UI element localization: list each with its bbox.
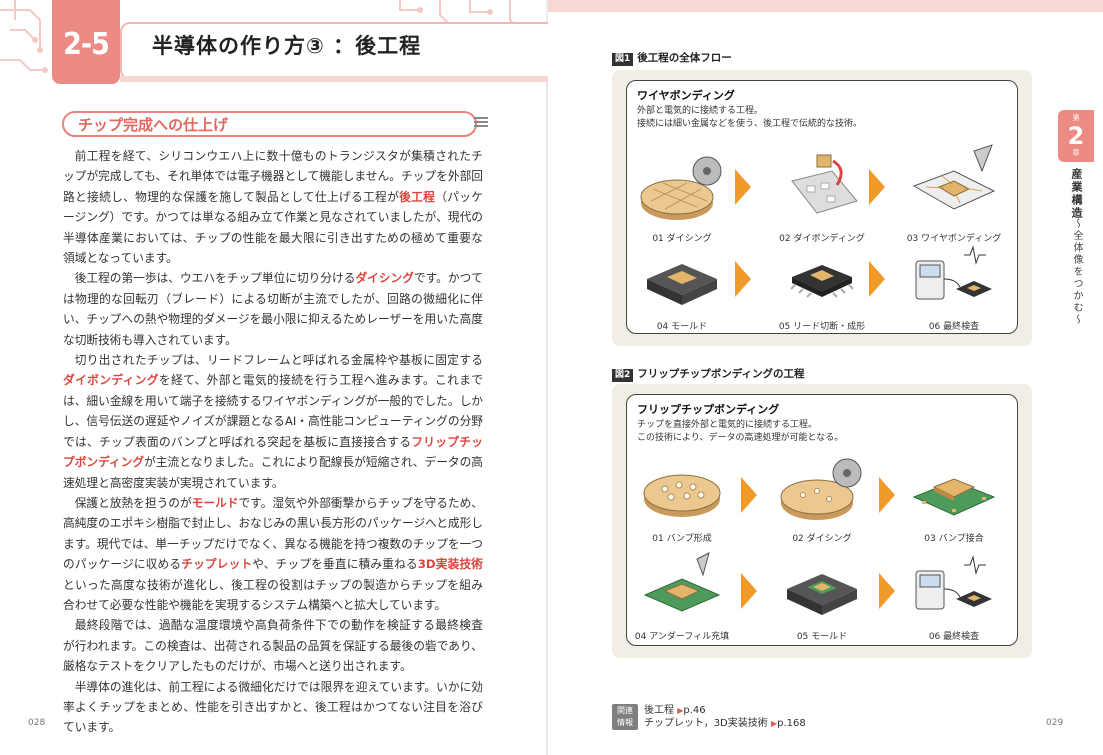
figure2-frame: フリップチップボンディング チップを直接外部と電気的に接続する工程。この技術によ… [626, 394, 1018, 646]
step-label: 03 バンプ接合 [924, 534, 984, 544]
section-header: 2-5 半導体の作り方③ ：後工程 [0, 0, 550, 84]
step-label: 06 最終検査 [928, 632, 980, 642]
page-number-right: 029 [1046, 718, 1064, 728]
flow-arrow-icon [869, 261, 885, 297]
figure2-heading: フリップチップボンディング [637, 403, 780, 416]
keyword: フリップチップボンディング [63, 434, 483, 470]
step-label: 04 モールド [656, 322, 708, 332]
flow-arrow-icon [735, 261, 751, 297]
related-links: 後工程 ▶p.46 チップレット，3D実装技術 ▶p.168 [644, 704, 944, 730]
subheading: チップ完成への仕上げ [62, 111, 477, 137]
chapter-number: 2 [1067, 122, 1085, 150]
flow-arrow-icon [741, 573, 757, 609]
flow-step: 05 リード切断・成形 [767, 239, 877, 332]
figure2-tag: 図2 [612, 369, 634, 382]
flow-step: 06 最終検査 [899, 239, 1009, 332]
paragraph: 最終段階では、過酷な温度環境や高負荷条件下での動作を検証する最終検査が行われます… [63, 618, 483, 674]
body-text: 前工程を経て、シリコンウエハ上に数十億ものトランジスタが集積されたチップが完成し… [63, 146, 483, 738]
title-frame [120, 22, 550, 80]
step-label: 04 アンダーフィル充填 [634, 632, 730, 642]
figure2-description: チップを直接外部と電気的に接続する工程。この技術により、データの高速処理が可能と… [637, 420, 844, 443]
flow-step: 02 ダイシング [767, 451, 877, 544]
page-title: 半導体の作り方③ ：後工程 [152, 34, 422, 58]
figure1-panel: ワイヤボンディング 外部と電気的に接続する工程。接続には細い金属などを使う、後工… [612, 70, 1032, 346]
figure2-panel: フリップチップボンディング チップを直接外部と電気的に接続する工程。この技術によ… [612, 384, 1032, 658]
flow-arrow-icon [879, 477, 895, 513]
keyword: 後工程 [399, 189, 436, 204]
chapter-tab: 第 2 章 [1058, 110, 1094, 162]
wafer-dicing-icon [640, 156, 722, 220]
packaged-chip-icon [790, 265, 854, 298]
flow-step: 03 バンプ接合 [899, 451, 1009, 544]
flow-arrow-icon [741, 477, 757, 513]
figure1-description: 外部と電気的に接続する工程。接続には細い金属などを使う、後工程で伝統的な技術。 [637, 106, 863, 129]
final-test-icon [915, 555, 992, 610]
die-bonding-icon [791, 154, 858, 214]
keyword: モールド [191, 495, 239, 510]
flow-step: 06 最終検査 [899, 549, 1009, 642]
paragraph: 後工程の第一歩は、ウエハをチップ単位に切り分けるダイシングです。かつては物理的な… [63, 271, 483, 347]
arrow-right-icon: ▶ [770, 719, 778, 728]
chapter-subtitle: 〜全体像をつかむ〜 [1071, 218, 1082, 326]
flow-step: 01 ダイシング [627, 141, 737, 244]
paragraph: 切り出されたチップは、リードフレームと呼ばれる金属枠や基板に固定するダイボンディ… [63, 353, 483, 490]
title-underline [120, 76, 548, 82]
paragraph: 前工程を経て、シリコンウエハ上に数十億ものトランジスタが集積されたチップが完成し… [63, 149, 483, 266]
underfill-icon [643, 552, 721, 612]
step-label: 01 ダイシング [652, 234, 712, 244]
wire-bonding-icon [912, 144, 996, 210]
flow-arrow-icon [879, 573, 895, 609]
paragraph: 保護と放熱を担うのがモールドです。湿気や外部衝撃からチップを守るため、高純度のエ… [63, 495, 483, 612]
flow-arrow-icon [735, 169, 751, 205]
mold-icon [647, 264, 717, 305]
bump-wafer-icon [643, 474, 721, 517]
step-label: 02 ダイボンディング [779, 234, 865, 244]
flow-step: 04 アンダーフィル充填 [627, 549, 737, 642]
chapter-title: 産業構造 [1070, 168, 1083, 220]
keyword: ダイボンディング [63, 373, 159, 388]
arrow-right-icon: ▶ [677, 706, 684, 715]
related-link[interactable]: 後工程 ▶p.46 [644, 705, 706, 716]
menu-lines-icon [474, 117, 488, 131]
flow-step: 04 モールド [627, 239, 737, 332]
paragraph: 半導体の進化は、前工程による微細化だけでは限界を迎えています。いかに効率よくチッ… [63, 679, 483, 735]
section-number: 2-5 [52, 0, 120, 84]
keyword: 3D実装技術 [417, 557, 483, 572]
subheading-text: チップ完成への仕上げ [78, 116, 229, 134]
page-number-left: 028 [28, 718, 46, 728]
keyword: ダイシング [355, 271, 414, 286]
flow-step: 03 ワイヤボンディング [899, 141, 1009, 244]
step-label: 01 バンプ形成 [652, 534, 712, 544]
flow-step: 05 モールド [767, 549, 877, 642]
related-badge: 関連情報 [612, 704, 638, 730]
step-label: 06 最終検査 [928, 322, 980, 332]
figure1-heading: ワイヤボンディング [637, 89, 735, 102]
figure1-frame: ワイヤボンディング 外部と電気的に接続する工程。接続には細い金属などを使う、後工… [626, 80, 1018, 334]
flow-step: 02 ダイボンディング [767, 141, 877, 244]
mold-icon [787, 574, 857, 615]
flow-arrow-icon [869, 169, 885, 205]
wafer-dicing-icon [780, 458, 862, 520]
top-band [548, 0, 1103, 12]
step-label: 05 リード切断・成形 [778, 322, 866, 332]
figure1-tag: 図1 [612, 53, 634, 66]
flow-step: 01 バンプ形成 [627, 451, 737, 544]
step-label: 05 モールド [796, 632, 848, 642]
final-test-icon [915, 245, 992, 300]
step-label: 03 ワイヤボンディング [906, 234, 1002, 244]
related-link[interactable]: チップレット，3D実装技術 ▶p.168 [644, 718, 806, 729]
step-label: 02 ダイシング [792, 534, 852, 544]
keyword: チップレット [181, 557, 253, 572]
bump-bonding-icon [912, 478, 996, 516]
